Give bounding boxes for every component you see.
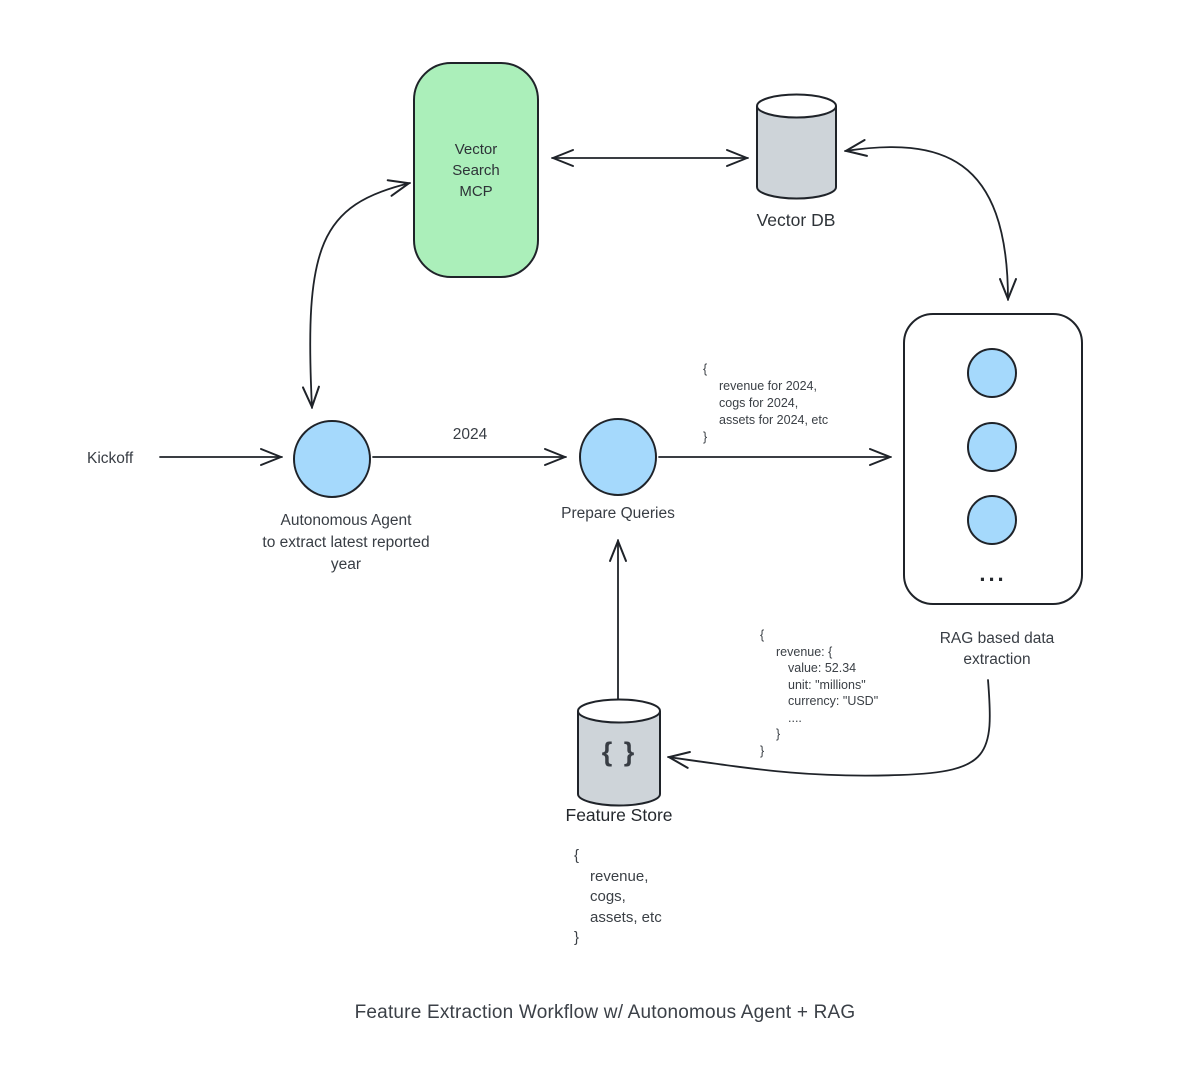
rag-chunk-circle: [967, 422, 1017, 472]
vector-search-mcp-label-line: Vector: [454, 140, 498, 158]
prepare-queries-node: [579, 418, 657, 496]
vector-db-label: Vector DB: [756, 210, 836, 230]
annotation-line: assets, etc: [590, 908, 662, 926]
annotation-line: ....: [788, 710, 802, 725]
annotation-line: cogs for 2024,: [719, 396, 799, 410]
kickoff-label: Kickoff: [87, 450, 134, 467]
rag-extraction-label-line: extraction: [963, 651, 1031, 668]
vector-search-mcp-label-line: Search: [452, 161, 500, 179]
vector-db-cylinder: [756, 93, 837, 200]
autonomous-agent-node: [293, 420, 371, 498]
rag-extraction-label-line: RAG based data: [939, 630, 1055, 647]
autonomous-agent-label-line: to extract latest reported: [262, 534, 430, 551]
vector-search-mcp-label-line: MCP: [459, 182, 493, 200]
annotation-line: value: 52.34: [788, 661, 857, 675]
autonomous-agent-label: Autonomous Agent to extract latest repor…: [262, 510, 429, 576]
annotation-line: }: [574, 929, 580, 946]
vector-search-mcp-node: Vector Search MCP: [413, 62, 539, 278]
annotation-line: {: [574, 847, 580, 864]
annotation-line: {: [760, 628, 765, 642]
autonomous-agent-label-line: year: [330, 556, 362, 573]
annotation-line: revenue: {: [776, 644, 833, 659]
feature-keys-json-annotation: { revenue, cogs, assets, etc }: [574, 846, 662, 949]
rag-extraction-node: ...: [903, 313, 1083, 605]
annotation-line: revenue,: [590, 867, 649, 885]
feature-store-braces-glyph: { }: [601, 737, 637, 767]
annotation-line: }: [760, 743, 765, 758]
edge-year-label: 2024: [452, 426, 488, 443]
rag-extraction-label: RAG based data extraction: [940, 628, 1055, 670]
annotation-line: }: [703, 430, 708, 444]
annotation-line: assets for 2024, etc: [719, 413, 829, 427]
feature-store-label: Feature Store: [565, 805, 673, 825]
autonomous-agent-label-line: Autonomous Agent: [280, 512, 412, 529]
edge-agent-mcp-bidirectional: [301, 179, 411, 409]
rag-ellipsis: ...: [979, 561, 1007, 586]
prepare-queries-label: Prepare Queries: [561, 505, 675, 522]
feature-value-json-annotation: { revenue: { value: 52.34 unit: "million…: [760, 627, 878, 759]
queries-json-annotation: { revenue for 2024, cogs for 2024, asset…: [703, 361, 828, 446]
feature-store-cylinder: [577, 698, 661, 807]
diagram-title: Feature Extraction Workflow w/ Autonomou…: [354, 1002, 856, 1023]
edge-vectordb-rag-bidirectional: [844, 139, 1017, 301]
annotation-line: currency: "USD": [788, 694, 879, 708]
annotation-line: }: [776, 727, 781, 741]
annotation-line: {: [703, 362, 708, 376]
annotation-line: revenue for 2024,: [719, 379, 817, 393]
annotation-line: unit: "millions": [788, 677, 866, 692]
rag-chunk-circle: [967, 495, 1017, 545]
rag-chunk-circle: [967, 348, 1017, 398]
annotation-line: cogs,: [590, 888, 626, 905]
edge-rag-to-feature-store: [667, 679, 991, 777]
